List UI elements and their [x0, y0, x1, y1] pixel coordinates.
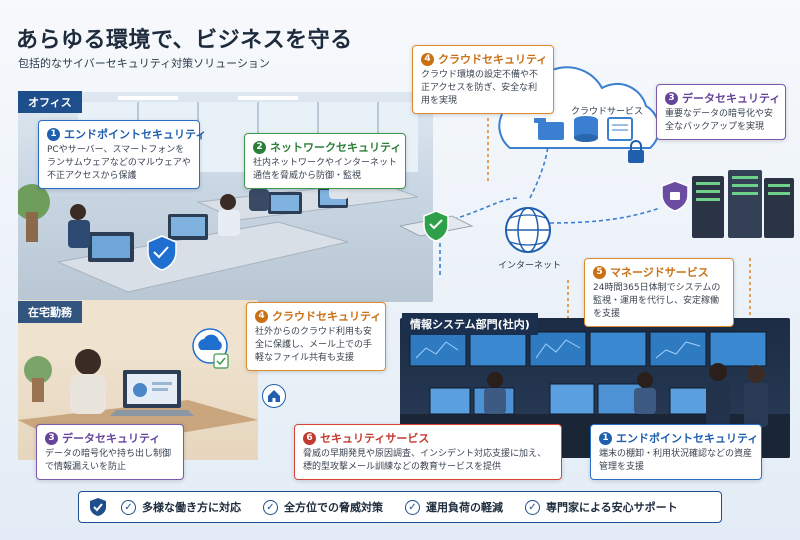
callout-number-badge: 3	[45, 431, 58, 445]
callout-description: 脅威の早期発見や原因調査、インシデント対応支援に加え、標的型攻撃メール訓練などの…	[303, 449, 547, 472]
callout-cloud-security-remote: 4 クラウドセキュリティ 社外からのクラウド利用も安全に保護し、メール上での手軽な…	[246, 302, 386, 371]
cloud-service-label: クラウドサービス	[571, 107, 644, 117]
internet-label: インターネット	[498, 261, 562, 271]
callout-description: 社内ネットワークやインターネット通信を脅威から防御・監視	[253, 158, 398, 181]
check-icon: ✓	[525, 499, 540, 515]
callout-title: エンドポイントセキュリティ	[616, 432, 759, 445]
benefit-label: 多様な働き方に対応	[142, 501, 241, 514]
callout-security-services: 6 セキュリティサービス 脅威の早期発見や原因調査、インシデント対応支援に加え、標…	[294, 424, 562, 480]
check-icon: ✓	[263, 499, 278, 515]
benefit-item: ✓ 全方位での脅威対策	[263, 499, 383, 515]
callout-description: PCやサーバー、スマートフォンをランサムウェアなどのマルウェアや不正アクセスから…	[47, 145, 191, 181]
callout-number-badge: 4	[421, 52, 434, 66]
page-title: あらゆる環境で、ビジネスを守る	[16, 28, 353, 53]
section-tag-it-department: 情報システム部門(社内)	[402, 313, 538, 335]
callout-description: 端末の棚卸・利用状況確認などの資産管理を支援	[599, 449, 753, 472]
callout-description: データの暗号化や持ち出し制御で情報漏えいを防止	[45, 449, 172, 472]
callout-managed-services: 5 マネージドサービス 24時間365日体制でシステムの監視・運用を代行し、安定稼…	[584, 258, 734, 327]
callout-cloud-security-top: 4 クラウドセキュリティ クラウド環境の設定不備や不正アクセスを防ぎ、安全な利用を…	[412, 45, 554, 114]
callout-title: データセキュリティ	[682, 92, 781, 105]
callout-title: クラウドセキュリティ	[272, 310, 382, 323]
callout-description: 24時間365日体制でシステムの監視・運用を代行し、安定稼働を支援	[593, 283, 721, 319]
callout-title: エンドポイントセキュリティ	[64, 128, 207, 141]
section-tag-home: 在宅勤務	[18, 301, 82, 323]
callout-description: 重要なデータの暗号化や安全なバックアップを実現	[665, 109, 774, 132]
section-tag-office: オフィス	[18, 91, 82, 113]
callout-endpoint-security-office: 1 エンドポイントセキュリティ PCやサーバー、スマートフォンをランサムウェアなど…	[38, 120, 206, 189]
home-icon	[262, 384, 286, 408]
benefit-item: ✓ 専門家による安心サポート	[525, 499, 678, 515]
callout-number-badge: 6	[303, 431, 316, 445]
callout-number-badge: 1	[599, 431, 612, 445]
callout-network-security: 2 ネットワークセキュリティ 社内ネットワークやインターネット通信を脅威から防御・…	[244, 133, 406, 189]
page-subtitle: 包括的なサイバーセキュリティ対策ソリューション	[18, 57, 270, 70]
callout-number-badge: 1	[47, 127, 60, 141]
callout-description: 社外からのクラウド利用も安全に保護し、メール上での手軽なファイル共有も支援	[255, 327, 373, 363]
callout-number-badge: 2	[253, 140, 266, 154]
callout-title: ネットワークセキュリティ	[270, 141, 402, 154]
callout-number-badge: 5	[593, 265, 606, 279]
callout-title: クラウドセキュリティ	[438, 53, 548, 66]
callout-number-badge: 4	[255, 309, 268, 323]
shield-icon	[89, 497, 107, 517]
callout-title: セキュリティサービス	[320, 432, 430, 445]
callout-title: データセキュリティ	[62, 432, 161, 445]
callout-data-security-home: 3 データセキュリティ データの暗号化や持ち出し制御で情報漏えいを防止	[36, 424, 184, 480]
callout-endpoint-security-it: 1 エンドポイントセキュリティ 端末の棚卸・利用状況確認などの資産管理を支援	[590, 424, 762, 480]
callout-title: マネージドサービス	[610, 266, 709, 279]
benefit-label: 運用負荷の軽減	[426, 501, 503, 514]
callout-data-security-top: 3 データセキュリティ 重要なデータの暗号化や安全なバックアップを実現	[656, 84, 786, 140]
callout-description: クラウド環境の設定不備や不正アクセスを防ぎ、安全な利用を実現	[421, 70, 539, 106]
benefit-label: 専門家による安心サポート	[546, 501, 678, 514]
check-icon: ✓	[121, 499, 136, 515]
check-icon: ✓	[405, 499, 420, 515]
callout-number-badge: 3	[665, 91, 678, 105]
benefit-item: ✓ 多様な働き方に対応	[121, 499, 241, 515]
benefits-bar: ✓ 多様な働き方に対応 ✓ 全方位での脅威対策 ✓ 運用負荷の軽減 ✓ 専門家による安心…	[78, 491, 722, 523]
benefit-item: ✓ 運用負荷の軽減	[405, 499, 503, 515]
benefit-label: 全方位での脅威対策	[284, 501, 383, 514]
